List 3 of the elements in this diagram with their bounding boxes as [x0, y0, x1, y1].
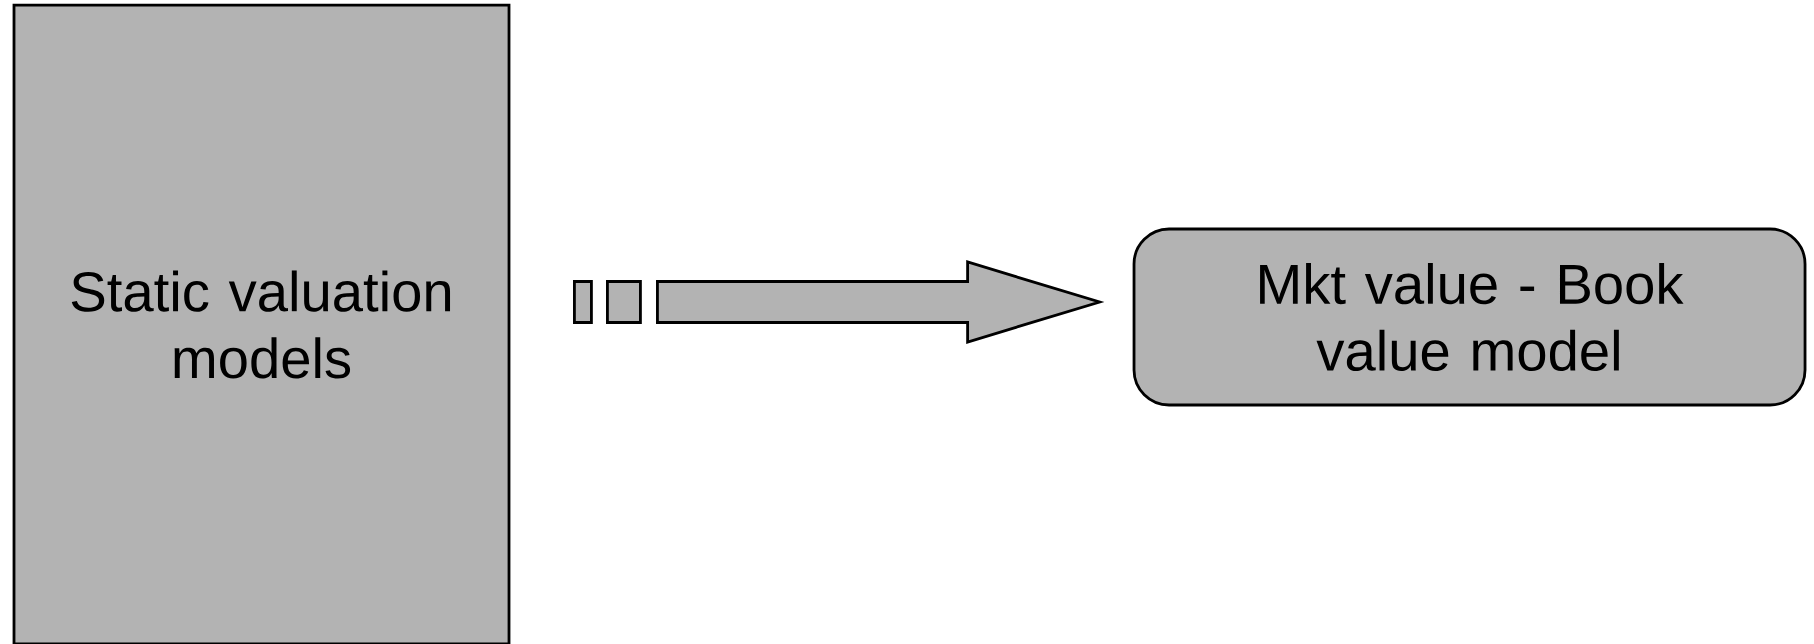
block-arrow: [573, 260, 1105, 344]
category-box: Static valuation models: [12, 3, 511, 644]
model-box: Mkt value - Book value model: [1132, 227, 1807, 407]
